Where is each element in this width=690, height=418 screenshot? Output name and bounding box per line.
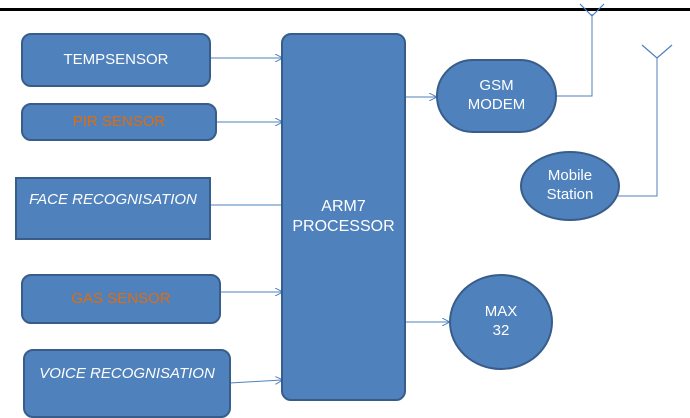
face-recognition-label: FACE RECOGNISATION [29, 191, 197, 208]
mobile-station-block: Mobile Station [520, 151, 620, 221]
arm7-processor-block: ARM7 PROCESSOR [281, 33, 406, 401]
wire-gsm-antenna [556, 14, 593, 97]
max32-block: MAX 32 [449, 274, 553, 370]
antenna-gsm-right [591, 3, 605, 17]
antenna-mobile-right [656, 44, 673, 59]
pir-sensor-block: PIR SENSOR [21, 103, 217, 141]
temp-sensor-block: TEMPSENSOR [21, 33, 211, 87]
max-label-line1: MAX [484, 303, 518, 321]
processor-label-line2: PROCESSOR [292, 218, 395, 235]
pir-sensor-label: PIR SENSOR [72, 112, 166, 130]
mobile-label-line1: Mobile [547, 167, 593, 185]
gas-sensor-block: GAS SENSOR [21, 274, 221, 324]
voice-recognition-label: VOICE RECOGNISATION [39, 365, 215, 382]
antenna-gsm-left [579, 3, 593, 17]
antenna-mobile-left [641, 44, 658, 59]
wire-mobile-antenna [618, 57, 658, 197]
voice-recognition-block: VOICE RECOGNISATION [23, 349, 231, 418]
processor-label-line1: ARM7 [321, 198, 366, 215]
max-label-line2: 32 [492, 322, 510, 339]
gsm-modem-block: GSM MODEM [436, 59, 557, 133]
mobile-label-line2: Station [546, 186, 594, 203]
face-recognition-block: FACE RECOGNISATION [15, 177, 211, 240]
wire-voice-to-processor [229, 380, 282, 383]
gsm-label-line2: MODEM [467, 96, 526, 113]
temp-sensor-label: TEMPSENSOR [63, 50, 169, 68]
top-rule [0, 8, 690, 11]
gsm-label-line1: GSM [479, 77, 514, 95]
gas-sensor-label: GAS SENSOR [71, 289, 171, 307]
